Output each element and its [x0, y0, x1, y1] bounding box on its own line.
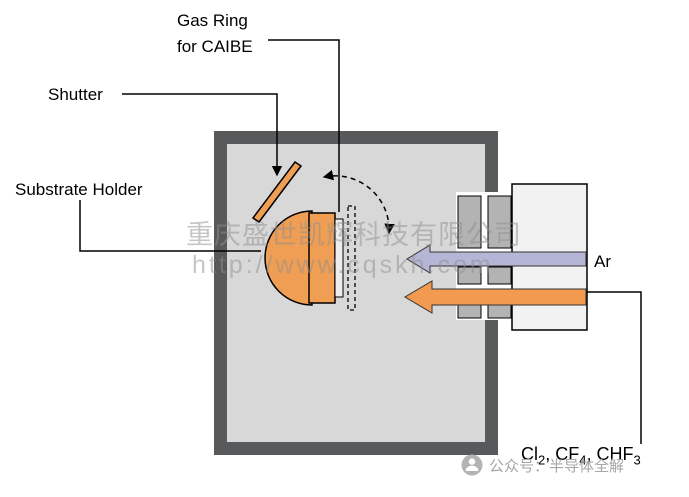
- gas-feed-line: [587, 291, 642, 444]
- substrate-holder-body: [308, 212, 336, 304]
- gas-formula-subscript: 3: [633, 452, 641, 468]
- substrate-holder-pointer-line: [79, 200, 261, 252]
- gas-formula-part: Cl: [521, 444, 538, 464]
- rotation-arc-arrow: [322, 169, 395, 235]
- substrate-holder-label: Substrate Holder: [15, 180, 143, 199]
- argon-beam-arrow: [406, 244, 587, 274]
- grid-plate: [457, 195, 482, 249]
- grid-plate: [487, 266, 512, 285]
- gas-ring-label-line1: Gas Ring: [177, 11, 248, 30]
- footer-credit: 公众号：半导体全解: [461, 454, 624, 476]
- footer-credit-text: 公众号：半导体全解: [489, 457, 625, 475]
- etch-gas-arrow: [404, 280, 587, 314]
- substrate-holder-dome: [264, 210, 313, 306]
- gas-formula-part: , CHF: [586, 444, 634, 464]
- shutter-plate: [251, 160, 303, 224]
- grid-plate: [457, 266, 482, 285]
- grid-plate: [457, 304, 482, 319]
- grid-plate: [487, 195, 512, 249]
- gas-formula-part: , CF: [545, 444, 580, 464]
- grid-plate: [487, 304, 512, 319]
- shutter-pointer-line: [122, 93, 283, 177]
- substrate-plate: [334, 218, 344, 298]
- gas-ring-label-line2: for CAIBE: [177, 36, 253, 56]
- wechat-account-logo-icon: [461, 454, 483, 476]
- argon-label: Ar: [594, 252, 611, 271]
- gas-formula-subscript: 2: [538, 452, 546, 468]
- gas-ring-pointer-line: [268, 39, 340, 212]
- shutter-label: Shutter: [48, 85, 103, 104]
- gas-formula-subscript: 4: [579, 452, 587, 468]
- gas-ring-label: Gas Ring for CAIBE: [177, 8, 253, 59]
- etch-gas-formula-label: Cl2, CF4, CHF3: [521, 444, 641, 468]
